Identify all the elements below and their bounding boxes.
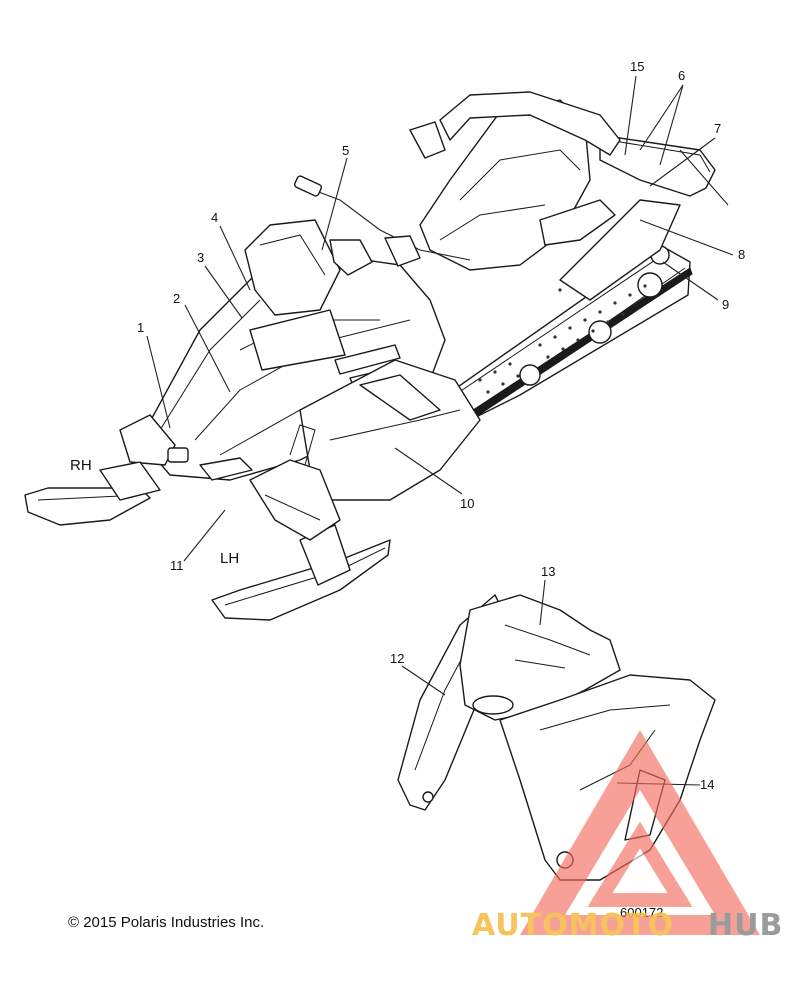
- snowmobile-illustration: [24, 91, 729, 621]
- callout-12: 12: [390, 651, 404, 666]
- callout-6: 6: [678, 68, 685, 83]
- callout-4: 4: [211, 210, 218, 225]
- callout-15: 15: [630, 59, 644, 74]
- callout-2: 2: [173, 291, 180, 306]
- callout-11: 11: [170, 558, 184, 573]
- automotohub-watermark: AUTOMOTO HUB: [472, 730, 783, 943]
- callout-5: 5: [342, 143, 349, 158]
- right-hand-label: RH: [70, 457, 92, 474]
- callout-3: 3: [197, 250, 204, 265]
- side-panel-parts: [397, 594, 716, 881]
- callout-1: 1: [137, 320, 144, 335]
- callout-14: 14: [700, 777, 714, 792]
- callout-7: 7: [714, 121, 721, 136]
- callout-labels: 1 2 3 4 5 6 7 8 9 10 11 12 13 14 15: [137, 59, 745, 792]
- watermark-text-primary: AUTOMOTO: [472, 908, 674, 943]
- callout-10: 10: [460, 496, 474, 511]
- watermark-text-secondary: HUB: [708, 908, 783, 943]
- leader-lines: [146, 75, 734, 786]
- callout-9: 9: [722, 297, 729, 312]
- callout-13: 13: [541, 564, 555, 579]
- copyright-notice: © 2015 Polaris Industries Inc.: [68, 914, 264, 931]
- callout-8: 8: [738, 247, 745, 262]
- left-hand-label: LH: [220, 550, 239, 567]
